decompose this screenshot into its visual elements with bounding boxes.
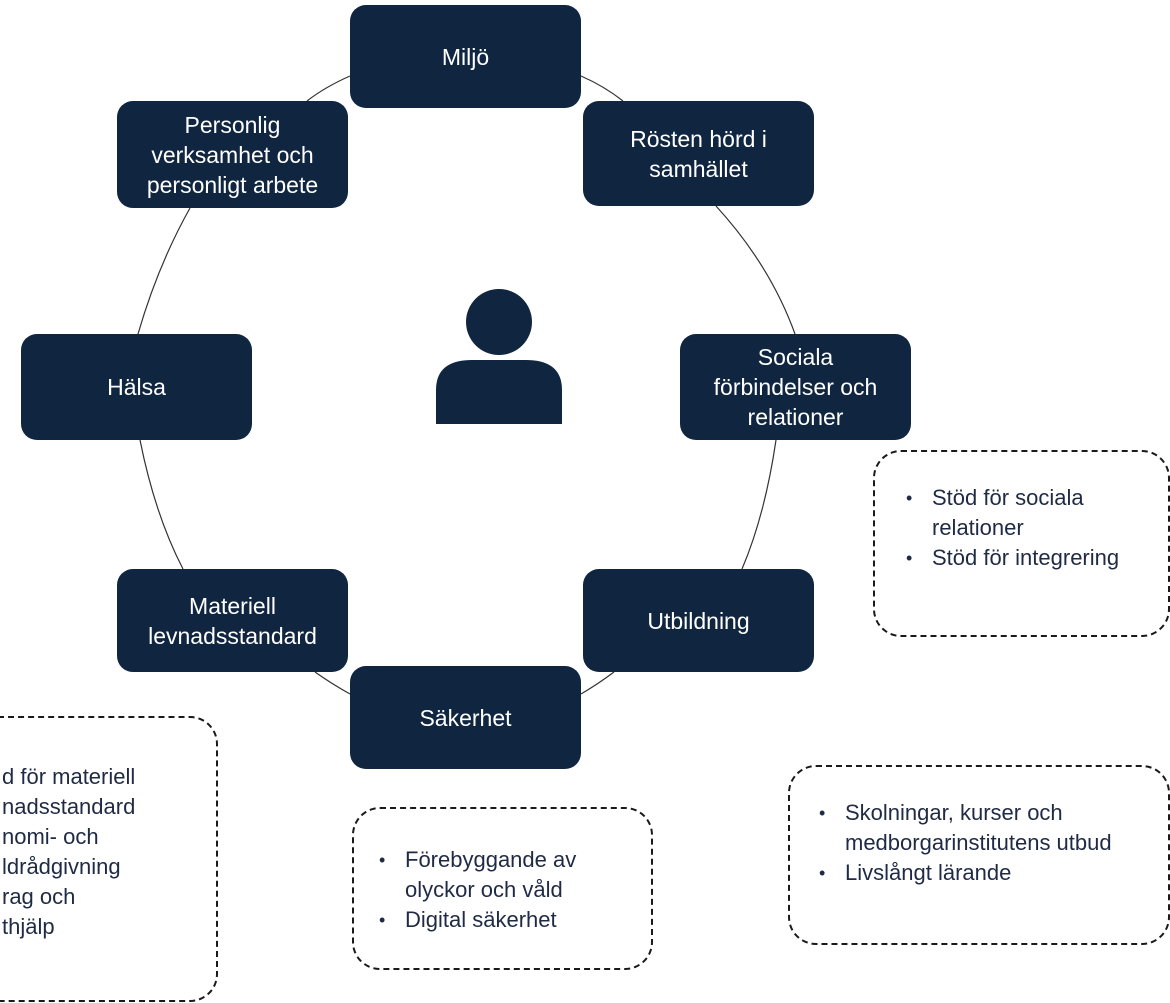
connector-miljo-rosten [580,75,624,102]
callout-materiell-line: ldrådgivning [2,854,121,879]
callout-sociala-item: Stöd för sociala relationer [901,483,1158,543]
person-icon [436,289,562,424]
node-personlig-label: Personlig verksamhet och personligt arbe… [146,111,319,198]
node-sociala: Sociala förbindelser och relationer [680,334,911,440]
callout-materiell-line: nomi- och [2,824,99,849]
callout-materiell-line: rag och [2,884,76,909]
node-utbildning: Utbildning [583,569,814,672]
node-sakerhet-label: Säkerhet [419,704,512,731]
node-halsa: Hälsa [21,334,252,440]
connector-halsa-personlig [137,207,191,335]
connector-rosten-sociala [715,205,796,335]
connector-personlig-miljo [306,75,351,102]
callout-utbildning: Skolningar, kurser och medborgarinstitut… [788,765,1170,945]
callout-utbildning-item: Skolningar, kurser och medborgarinstitut… [814,798,1158,858]
callout-utbildning-item: Livslångt lärande [814,858,1158,888]
node-materiell: Materiell levnadsstandard [117,569,348,672]
callout-sakerhet: Förebyggande av olyckor och våld Digital… [352,807,653,970]
connector-sakerhet-materiell [314,671,351,695]
node-miljo-label: Miljö [441,43,490,70]
node-rosten-label: Rösten hörd i samhället [630,125,767,182]
node-halsa-label: Hälsa [107,374,166,400]
node-rosten: Rösten hörd i samhället [583,101,814,206]
node-personlig: Personlig verksamhet och personligt arbe… [117,101,348,208]
node-sociala-label: Sociala förbindelser och relationer [713,344,878,430]
node-utbildning-label: Utbildning [647,607,750,634]
callout-sociala-item: Stöd för integrering [901,543,1158,573]
callout-materiell-line: thjälp [2,914,55,939]
callout-materiell: d för materiell nadsstandard nomi- och l… [0,716,218,1002]
connector-utbildning-sakerhet [580,671,615,695]
callout-materiell-line: nadsstandard [2,794,136,819]
callout-sakerhet-item: Förebyggande av olyckor och våld [374,845,641,905]
connector-sociala-utbildning [741,439,777,570]
node-miljo: Miljö [350,5,581,108]
callout-sociala: Stöd för sociala relationer Stöd för int… [873,450,1170,637]
connector-materiell-halsa [139,439,184,570]
node-materiell-label: Materiell levnadsstandard [148,592,317,649]
callout-materiell-line: d för materiell [2,764,136,789]
callout-sakerhet-item: Digital säkerhet [374,905,641,935]
node-sakerhet: Säkerhet [350,666,581,769]
